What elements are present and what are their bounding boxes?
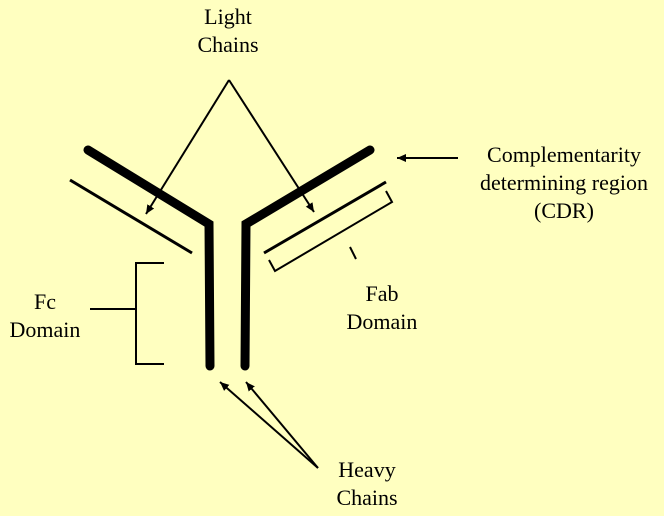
light-chains-label-line1: Light <box>204 4 252 29</box>
heavy-chain-left <box>83 145 215 371</box>
cdr-label: Complementarity determining region (CDR) <box>466 141 662 225</box>
light-chains-arrow-right <box>228 79 315 213</box>
heavy-chains-label-line1: Heavy <box>338 457 396 482</box>
light-chain-right <box>263 180 387 255</box>
cdr-label-line1: Complementarity <box>487 142 641 167</box>
light-chains-arrow-left <box>145 79 230 215</box>
fc-domain-bracket <box>135 262 164 365</box>
fab-domain-label-line2: Domain <box>346 309 418 334</box>
heavy-chains-arrow-right <box>245 381 319 469</box>
fab-domain-label-line1: Fab <box>365 281 399 306</box>
fab-domain-bracket <box>268 190 394 273</box>
heavy-chains-label: Heavy Chains <box>312 456 422 512</box>
light-chains-label-line2: Chains <box>197 32 259 57</box>
fc-domain-label-line1: Fc <box>34 289 56 314</box>
fab-domain-label: Fab Domain <box>332 280 432 336</box>
fc-domain-label-line2: Domain <box>9 317 81 342</box>
heavy-chains-arrow-left <box>219 381 319 469</box>
heavy-chains-label-line2: Chains <box>336 485 398 510</box>
cdr-label-line2: determining region <box>479 170 648 195</box>
fc-domain-label: Fc Domain <box>0 288 90 344</box>
light-chain-left <box>69 178 193 255</box>
cdr-label-line3: (CDR) <box>534 198 594 223</box>
heavy-chain-right <box>240 145 375 371</box>
light-chains-label: Light Chains <box>168 3 288 59</box>
fab-bracket-tick <box>349 246 357 260</box>
